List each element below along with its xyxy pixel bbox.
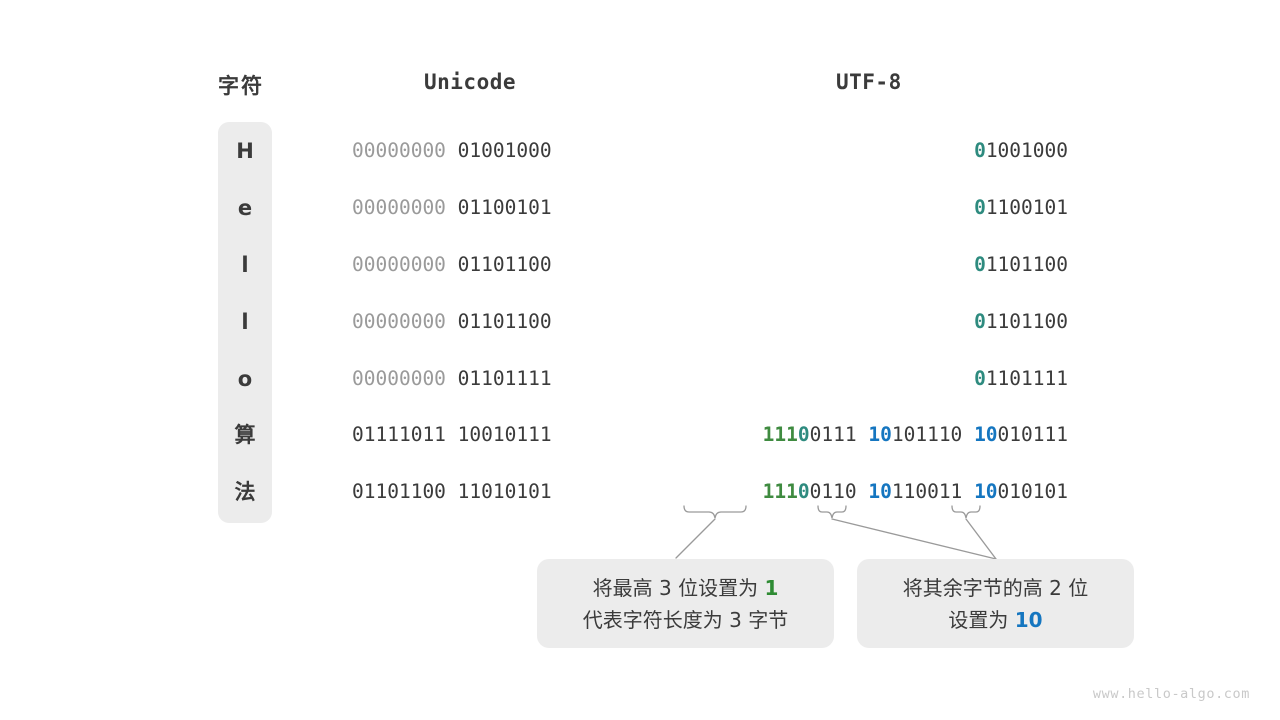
unicode-row-6: 01101100 11010101 <box>352 478 552 506</box>
callout-2-line-2-text: 设置为 <box>948 607 1015 632</box>
leader-line-3 <box>965 518 997 560</box>
unicode-high-byte: 00000000 <box>352 253 446 276</box>
unicode-low-byte: 01101100 <box>457 253 552 276</box>
utf8-row-6: 11100110 10110011 10010101 <box>763 478 1068 506</box>
utf8-lead-flag: 0 <box>974 367 986 390</box>
utf8-continuation-marker: 10 <box>974 423 998 446</box>
utf8-lead-flag: 0 <box>974 253 986 276</box>
unicode-high-byte: 00000000 <box>352 310 446 333</box>
unicode-high-byte: 00000000 <box>352 367 446 390</box>
utf8-row-0: 01001000 <box>974 137 1068 165</box>
unicode-low-byte: 01100101 <box>457 196 552 219</box>
callout-2-line-2: 设置为 10 <box>948 604 1042 636</box>
unicode-row-3: 00000000 01101100 <box>352 308 552 336</box>
unicode-row-0: 00000000 01001000 <box>352 137 552 165</box>
unicode-low-byte: 01001000 <box>457 139 552 162</box>
unicode-high-byte: 01101100 <box>352 480 446 503</box>
utf8-lead-flag: 0 <box>974 139 986 162</box>
unicode-row-1: 00000000 01100101 <box>352 194 552 222</box>
brace-continuation-2 <box>951 505 981 519</box>
utf8-lead-flag: 0 <box>974 310 986 333</box>
callout-1-line-1: 将最高 3 位设置为 1 <box>593 572 779 604</box>
utf8-byte3-payload: 010111 <box>997 423 1068 446</box>
utf8-continuation-marker: 10 <box>868 480 892 503</box>
utf8-row-3: 01101100 <box>974 308 1068 336</box>
utf8-length-terminator: 0 <box>797 480 810 503</box>
char-cell-3: l <box>241 310 249 334</box>
leader-line-2 <box>831 518 997 560</box>
utf8-byte2-payload: 110011 <box>891 480 963 503</box>
utf8-length-marker: 111 <box>762 480 798 503</box>
unicode-high-byte: 00000000 <box>352 139 446 162</box>
leader-line-1 <box>675 518 716 559</box>
utf8-lead-payload: 1001000 <box>985 139 1068 162</box>
utf8-byte3-payload: 010101 <box>997 480 1068 503</box>
utf8-length-terminator: 0 <box>797 423 810 446</box>
character-column-panel <box>218 122 272 523</box>
brace-continuation-1 <box>817 505 847 519</box>
header-utf8: UTF-8 <box>836 70 902 94</box>
callout-2-line-1: 将其余字节的高 2 位 <box>902 575 1089 600</box>
utf8-continuation-marker: 10 <box>974 480 998 503</box>
callout-1-emphasis: 1 <box>764 575 779 600</box>
utf8-row-1: 01100101 <box>974 194 1068 222</box>
utf8-lead-payload: 1101100 <box>985 310 1068 333</box>
unicode-row-4: 00000000 01101111 <box>352 365 552 393</box>
utf8-continuation-marker: 10 <box>868 423 892 446</box>
char-cell-5: 算 <box>234 423 256 447</box>
char-cell-1: e <box>237 196 253 220</box>
utf8-lead-payload: 1100101 <box>985 196 1068 219</box>
unicode-low-byte: 01101111 <box>457 367 552 390</box>
unicode-low-byte: 01101100 <box>457 310 552 333</box>
utf8-byte1-payload: 0110 <box>809 480 857 503</box>
unicode-row-2: 00000000 01101100 <box>352 251 552 279</box>
brace-length-marker <box>683 505 747 519</box>
char-cell-6: 法 <box>234 480 256 504</box>
callout-2-emphasis: 10 <box>1014 607 1043 632</box>
header-character: 字符 <box>218 74 264 98</box>
unicode-high-byte: 01111011 <box>352 423 446 446</box>
utf8-length-marker: 111 <box>762 423 798 446</box>
char-cell-2: l <box>241 253 249 277</box>
char-cell-4: o <box>237 367 253 391</box>
unicode-row-5: 01111011 10010111 <box>352 421 552 449</box>
utf8-lead-payload: 1101111 <box>985 367 1068 390</box>
callout-length-marker: 将最高 3 位设置为 1 代表字符长度为 3 字节 <box>537 559 834 648</box>
header-unicode: Unicode <box>424 70 517 94</box>
unicode-high-byte: 00000000 <box>352 196 446 219</box>
utf8-row-2: 01101100 <box>974 251 1068 279</box>
char-cell-0: H <box>236 139 254 163</box>
callout-1-line-2: 代表字符长度为 3 字节 <box>582 607 789 632</box>
utf8-row-4: 01101111 <box>974 365 1068 393</box>
unicode-low-byte: 11010101 <box>457 480 552 503</box>
utf8-byte1-payload: 0111 <box>809 423 857 446</box>
unicode-low-byte: 10010111 <box>457 423 552 446</box>
utf8-lead-flag: 0 <box>974 196 986 219</box>
utf8-byte2-payload: 101110 <box>891 423 963 446</box>
callout-continuation-marker: 将其余字节的高 2 位 设置为 10 <box>857 559 1134 648</box>
utf8-lead-payload: 1101100 <box>985 253 1068 276</box>
site-watermark: www.hello-algo.com <box>1092 686 1250 702</box>
callout-1-line-1-text: 将最高 3 位设置为 <box>592 575 765 600</box>
utf8-row-5: 11100111 10101110 10010111 <box>763 421 1068 449</box>
